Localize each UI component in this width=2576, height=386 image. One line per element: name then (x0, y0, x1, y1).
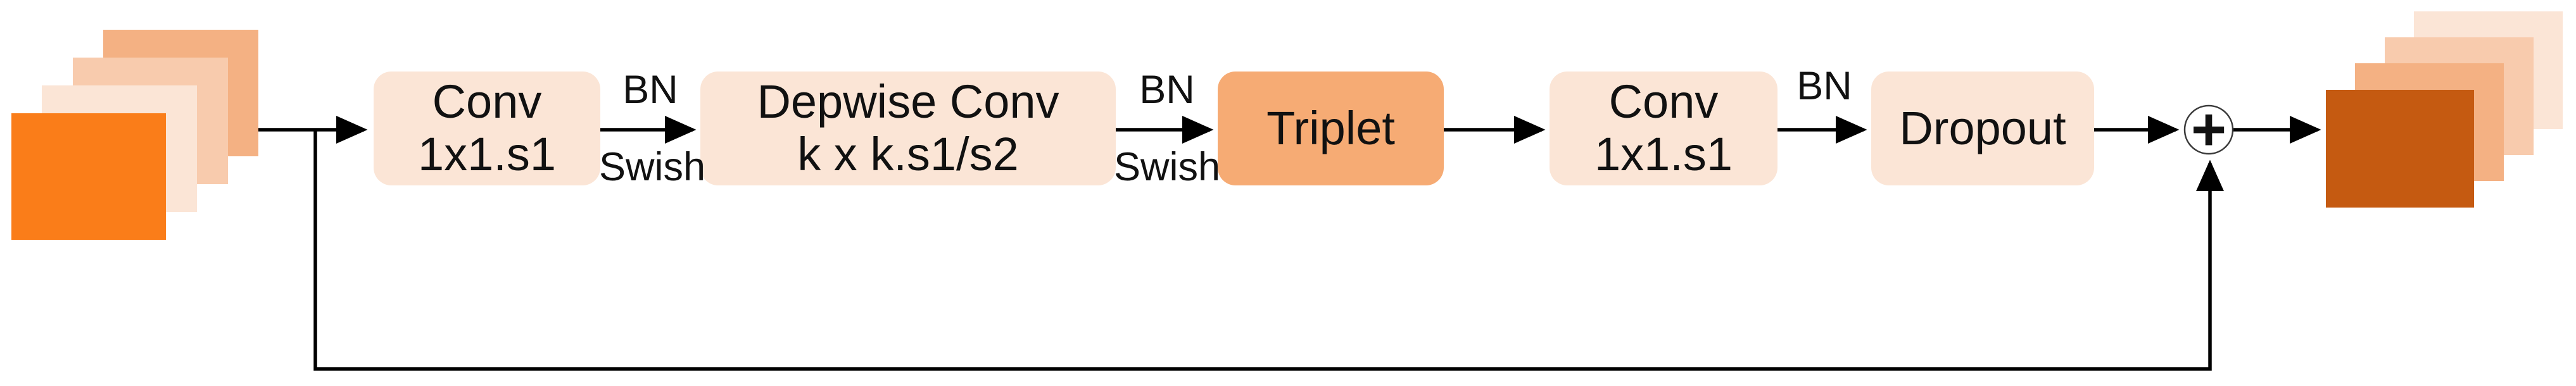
block-label-line: Triplet (1266, 101, 1395, 154)
skip-connection-line (313, 131, 2224, 371)
edge-label-swish-2: Swish (1113, 145, 1221, 189)
sum-plus-symbol: + (2190, 96, 2227, 163)
block-label-line: Depwise Conv (757, 75, 1059, 128)
block-triplet-attention: Triplet (1218, 72, 1444, 185)
block-label-line: 1x1.s1 (417, 128, 557, 180)
sum-node-circle (2183, 104, 2234, 155)
block-depthwise-conv: Depwise Conv k x k.s1/s2 (700, 72, 1116, 185)
block-label-line: Conv (432, 75, 542, 128)
input-feature-map-front (11, 113, 166, 240)
block-conv-1x1-first: Conv 1x1.s1 (374, 72, 600, 185)
output-feature-map-front (2326, 90, 2474, 208)
edge-label-bn-2: BN (1139, 68, 1195, 112)
block-label-line: k x k.s1/s2 (797, 128, 1019, 180)
block-label-line: 1x1.s1 (1594, 128, 1733, 180)
edge-label-bn-1: BN (622, 68, 678, 112)
block-dropout: Dropout (1871, 72, 2094, 185)
edge-label-bn-3: BN (1796, 64, 1852, 108)
block-label-line: Dropout (1899, 101, 2066, 154)
block-label-line: Conv (1608, 75, 1719, 128)
block-conv-1x1-second: Conv 1x1.s1 (1550, 72, 1777, 185)
edge-label-swish-1: Swish (598, 145, 706, 189)
